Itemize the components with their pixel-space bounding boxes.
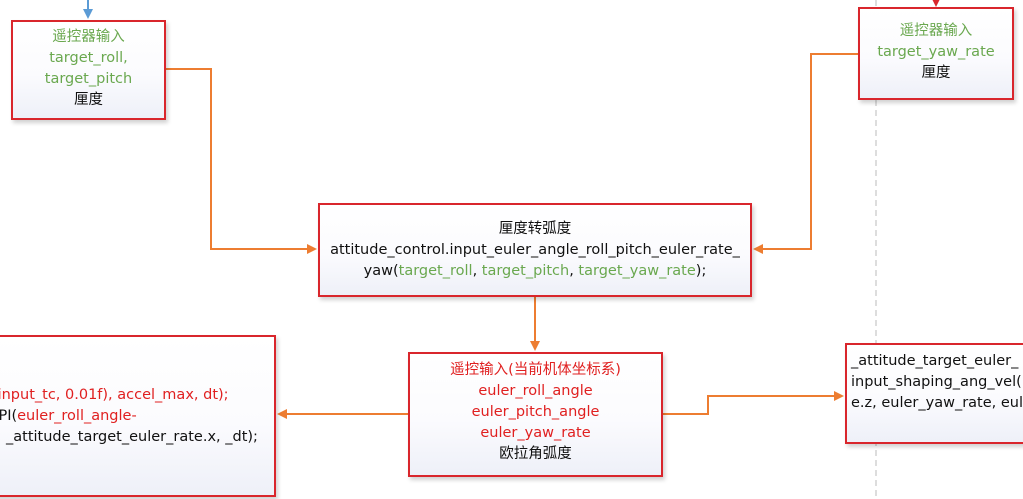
node-radio-input-roll-pitch: 遥控器输入 target_roll, target_pitch 厘度 (11, 20, 166, 120)
node-variable-target-roll: target_roll, (49, 50, 128, 66)
code-line-1: X(input_tc, 0.01f), accel_max, dt); (0, 387, 229, 403)
node-heading: 遥控输入(当前机体坐标系) (450, 362, 621, 378)
call-arg-target-yaw-rate: target_yaw_rate (578, 263, 696, 279)
node-variable-target-pitch: target_pitch (44, 71, 133, 87)
node-variable-target-yaw-rate: target_yaw_rate (877, 44, 995, 60)
code-line-2: p_PI(euler_roll_angle- (0, 406, 274, 427)
code-prefix: p_PI( (0, 408, 18, 424)
call-suffix: ); (695, 263, 707, 279)
call-prefix: yaw( (363, 263, 399, 279)
code-line-2: input_shaping_ang_vel( (851, 374, 1022, 390)
node-radio-input-yaw: 遥控器输入 target_yaw_rate 厘度 (858, 7, 1014, 100)
node-radio-input-body-frame: 遥控输入(当前机体坐标系) euler_roll_angle euler_pit… (408, 352, 663, 477)
code-line-3: _attitude_target_euler_rate.x, _dt); (6, 429, 258, 445)
code-line-3: e.z, euler_yaw_rate, eule (851, 395, 1023, 411)
node-right-partial-code: _attitude_target_euler_ input_shaping_an… (845, 343, 1023, 444)
node-function-call-line1: attitude_control.input_euler_angle_roll_… (330, 242, 740, 258)
code-arg-euler-roll-angle: euler_roll_angle- (17, 408, 137, 424)
node-unit-label: 厘度 (921, 65, 951, 81)
node-left-partial-code: X(input_tc, 0.01f), accel_max, dt); p_PI… (0, 335, 276, 497)
call-arg-target-pitch: target_pitch (481, 263, 570, 279)
call-separator: , (472, 263, 482, 279)
node-title: 厘度转弧度 (498, 221, 572, 237)
node-variable-euler-roll-angle: euler_roll_angle (478, 383, 593, 399)
node-centidegree-to-radian: 厘度转弧度 attitude_control.input_euler_angle… (318, 203, 752, 297)
node-unit-label: 厘度 (74, 92, 103, 108)
edge-body-frame-to-right (663, 391, 844, 415)
edge-yaw-to-convert (753, 53, 858, 254)
call-arg-target-roll: target_roll (398, 263, 473, 279)
node-heading: 遥控器输入 (899, 23, 973, 39)
node-function-call-line2: yaw(target_roll, target_pitch, target_ya… (320, 261, 750, 282)
node-heading: 遥控器输入 (52, 29, 125, 45)
edge-roll-pitch-to-convert (166, 68, 317, 254)
code-line-1: _attitude_target_euler_ (851, 353, 1019, 369)
node-unit-label: 欧拉角弧度 (499, 446, 572, 462)
call-separator: , (569, 263, 579, 279)
node-variable-euler-pitch-angle: euler_pitch_angle (471, 404, 600, 420)
node-variable-euler-yaw-rate: euler_yaw_rate (480, 425, 591, 441)
